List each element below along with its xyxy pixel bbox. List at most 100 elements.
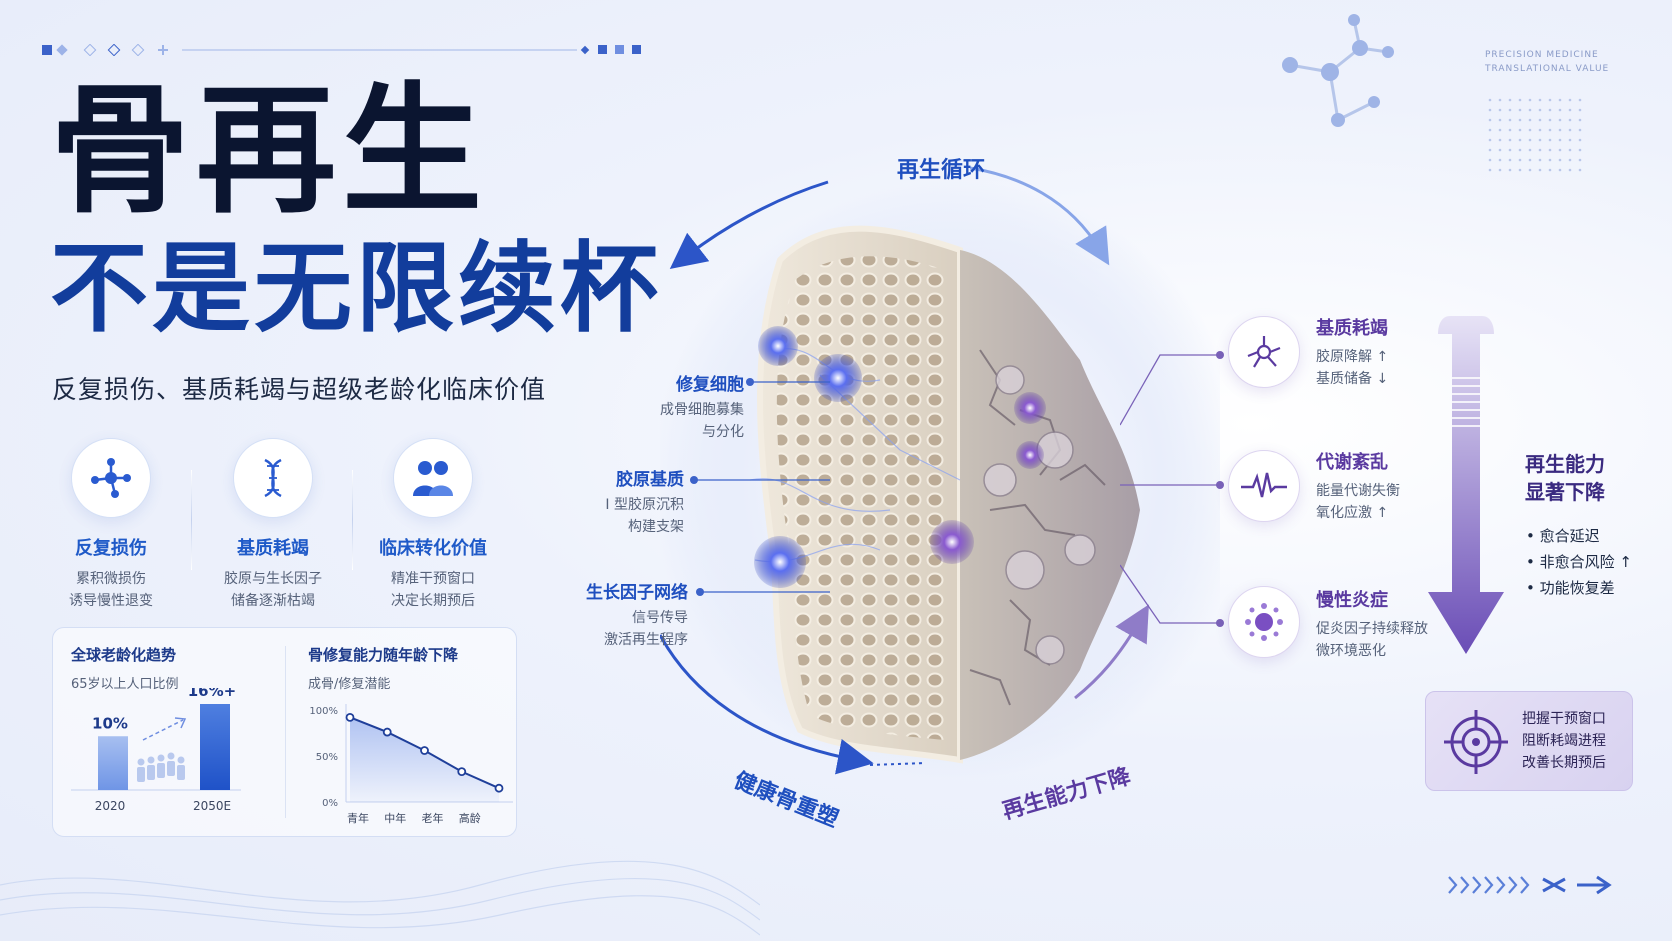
feature-desc: 累积微损伤	[76, 571, 146, 587]
feature-desc: 胶原与生长因子	[224, 571, 322, 587]
callout-text: 把握干预窗口 阻断耗竭进程 改善长期预后	[1522, 708, 1606, 774]
decline-title: 再生能力 显著下降	[1525, 450, 1605, 506]
top-decoration-line	[42, 44, 641, 56]
label-title: 慢性炎症	[1316, 590, 1388, 611]
feature-desc: 储备逐渐枯竭	[231, 593, 315, 609]
label-desc: 能量代谢失衡	[1316, 483, 1400, 499]
feature-desc: 决定长期预后	[391, 593, 475, 609]
label-desc: 胶原降解 ↑	[1316, 349, 1389, 365]
aging-value-label: 16%+	[188, 688, 236, 700]
person-icon	[157, 754, 165, 762]
network-nodes-icon	[71, 438, 151, 518]
aging-category-label: 2050E	[193, 799, 231, 813]
label-desc: 信号传导	[632, 610, 688, 626]
label-collagen-matrix: 胶原基质 I 型胶原沉积构建支架	[566, 465, 684, 538]
chart-divider	[285, 646, 286, 818]
page-title: 骨再生	[50, 70, 489, 233]
decline-arrow-icon	[1428, 316, 1504, 654]
label-metabolic-disorder: 代谢紊乱 能量代谢失衡氧化应激 ↑	[1316, 448, 1400, 524]
aging-value-label: 10%	[92, 714, 128, 732]
bone-illustration	[660, 180, 1220, 780]
label-desc: 氧化应激 ↑	[1316, 505, 1389, 521]
left-label-connectors	[690, 378, 830, 596]
feature-desc: 诱导慢性退变	[69, 593, 153, 609]
label-desc: 构建支架	[628, 519, 684, 535]
inflammation-icon	[1228, 586, 1300, 658]
intervention-callout: 把握干预窗口 阻断耗竭进程 改善长期预后	[1425, 691, 1633, 791]
decline-bullet-text: 功能恢复差	[1539, 579, 1615, 597]
label-growth-factor-network: 生长因子网络 信号传导激活再生程序	[540, 578, 688, 651]
person-icon	[167, 761, 175, 776]
corner-caption-line2: TRANSLATIONAL VALUE	[1485, 64, 1610, 74]
decline-bullet: • 非愈合风险 ↑	[1526, 553, 1632, 571]
label-title: 生长因子网络	[586, 583, 688, 603]
people-icon	[393, 438, 473, 518]
aging-bar	[98, 736, 128, 790]
repair-area	[350, 717, 499, 802]
decline-title-line2: 显著下降	[1525, 480, 1605, 504]
label-title: 代谢紊乱	[1316, 452, 1388, 473]
repair-point	[457, 767, 467, 777]
label-desc: I 型胶原沉积	[605, 497, 684, 513]
label-title: 修复细胞	[676, 375, 744, 395]
feature-repeated-injury: 反复损伤 累积微损伤诱导慢性退变	[36, 438, 186, 612]
label-desc: 基质储备 ↓	[1316, 371, 1389, 387]
decline-bullet-text: 非愈合风险 ↑	[1539, 553, 1632, 571]
person-icon	[147, 756, 155, 764]
repair-point	[382, 727, 392, 737]
label-title: 基质耗竭	[1316, 318, 1388, 339]
label-desc: 成骨细胞募集	[660, 402, 744, 418]
decline-title-line1: 再生能力	[1525, 452, 1605, 476]
repair-x-tick: 青年	[347, 811, 369, 825]
label-desc: 激活再生程序	[604, 632, 688, 648]
person-icon	[157, 763, 165, 778]
feature-desc: 精准干预窗口	[391, 571, 475, 587]
label-desc: 促炎因子持续释放	[1316, 621, 1428, 637]
pulse-icon	[1228, 450, 1300, 522]
cell-network-icon	[1228, 316, 1300, 388]
feature-divider	[352, 470, 353, 570]
repair-chart-title: 骨修复能力随年龄下降	[308, 646, 459, 664]
bottom-chevrons-decoration	[1448, 875, 1612, 895]
repair-x-tick: 老年	[422, 811, 444, 825]
cycle-top-label: 再生循环	[897, 158, 986, 183]
person-icon	[147, 765, 155, 780]
repair-y-tick: 100%	[309, 706, 338, 717]
aging-chart-subtitle: 65岁以上人口比例	[71, 677, 179, 692]
repair-chart-subtitle: 成骨/修复潜能	[308, 677, 391, 692]
charts-panel: 全球老龄化趋势 65岁以上人口比例 10% 2020 16%+ 2050E 骨修复能力…	[52, 627, 517, 837]
label-chronic-inflammation: 慢性炎症 促炎因子持续释放微环境恶化	[1316, 586, 1428, 662]
repair-point	[345, 712, 355, 722]
trend-arrow	[142, 719, 184, 741]
dna-helix-icon	[233, 438, 313, 518]
repair-line-chart: 100%50%0%青年中年老年高龄	[309, 704, 513, 825]
person-icon	[137, 767, 145, 782]
label-desc: 微环境恶化	[1316, 643, 1386, 659]
feature-divider	[191, 470, 192, 570]
decline-bullets: • 愈合延迟 • 非愈合风险 ↑ • 功能恢复差	[1526, 523, 1632, 601]
callout-line: 改善长期预后	[1522, 755, 1606, 771]
trend-arrow-head	[174, 717, 187, 729]
corner-caption: PRECISION MEDICINE TRANSLATIONAL VALUE	[1485, 48, 1609, 76]
corner-caption-line1: PRECISION MEDICINE	[1485, 50, 1599, 60]
dot-grid-decoration	[1488, 98, 1588, 178]
label-repair-cells: 修复细胞 成骨细胞募集与分化	[600, 370, 744, 443]
repair-point	[494, 783, 504, 793]
feature-matrix-depletion: 基质耗竭 胶原与生长因子储备逐渐枯竭	[198, 438, 348, 612]
aging-chart-title: 全球老龄化趋势	[71, 646, 177, 664]
decline-bullet: • 功能恢复差	[1526, 579, 1615, 597]
person-icon	[177, 765, 185, 780]
repair-x-tick: 高龄	[459, 811, 481, 825]
repair-x-tick: 中年	[384, 811, 406, 825]
aging-category-label: 2020	[95, 799, 126, 813]
callout-line: 阻断耗竭进程	[1522, 733, 1606, 749]
repair-chart-header: 骨修复能力随年龄下降 成骨/修复潜能	[308, 644, 458, 692]
feature-title: 临床转化价值	[379, 538, 487, 559]
regeneration-cycle-arrows	[660, 166, 1149, 775]
feature-title: 基质耗竭	[237, 538, 309, 559]
label-title: 胶原基质	[616, 470, 684, 490]
decline-bullet-text: 愈合延迟	[1539, 527, 1600, 545]
right-label-connectors	[1120, 351, 1224, 627]
target-icon	[1444, 710, 1508, 774]
decline-bullet: • 愈合延迟	[1526, 527, 1600, 545]
